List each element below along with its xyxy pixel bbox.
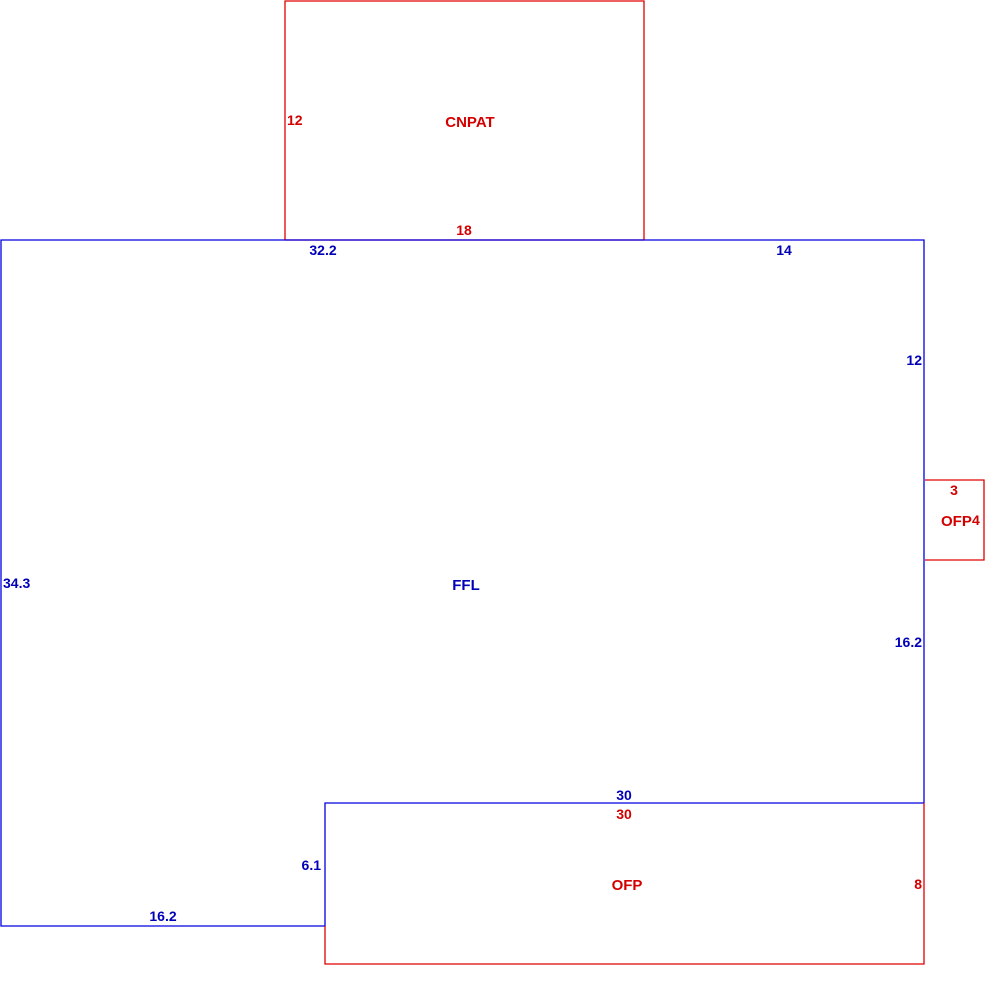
ofp-bottom-side-dimension: 8 <box>914 876 922 892</box>
ofp-bottom-label: OFP <box>612 877 643 894</box>
ffl-top-right-dimension: 14 <box>776 242 792 258</box>
ffl-bottom-left-dimension: 16.2 <box>149 908 176 924</box>
ofp-side-area: 3 OFP 4 <box>925 479 985 561</box>
cnpat-base-dimension: 18 <box>456 222 472 238</box>
ffl-top-left-dimension: 32.2 <box>309 242 336 258</box>
ofp-bottom-top-dimension: 30 <box>616 806 632 822</box>
cnpat-outline <box>284 0 645 240</box>
ffl-outline <box>0 239 925 927</box>
ofp-side-height-dimension: 4 <box>972 512 980 528</box>
ofp-side-outline <box>925 479 985 561</box>
ofp-bottom-outline <box>324 803 925 965</box>
cnpat-area: CNPAT 12 18 <box>284 0 645 241</box>
ofp-side-width-dimension: 3 <box>950 482 958 498</box>
ofp-bottom-area: 30 OFP 8 <box>324 803 925 965</box>
ffl-notch-top-dimension: 30 <box>616 787 632 803</box>
ffl-left-dimension: 34.3 <box>3 575 30 591</box>
ffl-notch-side-dimension: 6.1 <box>302 857 322 873</box>
ffl-right-upper-dimension: 12 <box>906 352 922 368</box>
ffl-right-lower-dimension: 16.2 <box>895 634 922 650</box>
ffl-label: FFL <box>452 577 480 594</box>
cnpat-side-dimension: 12 <box>287 112 303 128</box>
cnpat-label: CNPAT <box>445 114 494 131</box>
ofp-side-label: OFP <box>941 513 972 530</box>
ffl-area: FFL 32.2 14 12 16.2 34.3 16.2 6.1 30 <box>0 239 925 927</box>
